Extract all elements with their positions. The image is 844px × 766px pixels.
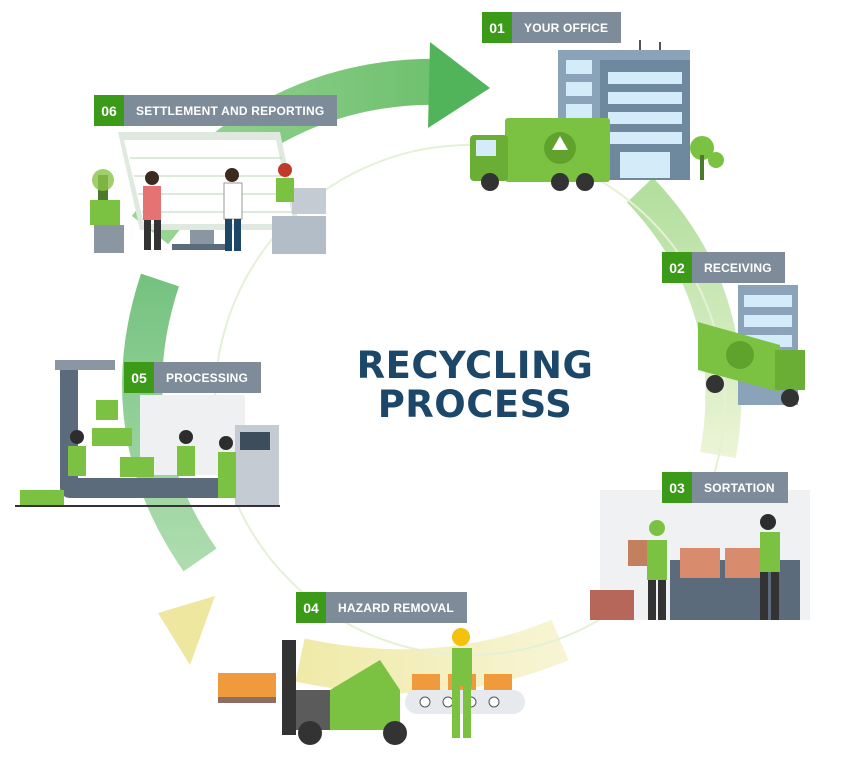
forklift-icon <box>282 640 407 745</box>
arrow-head-top <box>428 42 490 128</box>
arrow-head-bottom <box>158 596 215 665</box>
step-label: YOUR OFFICE <box>512 12 622 43</box>
spreadsheet-monitor-icon <box>118 132 300 250</box>
sortation-illustration <box>590 490 810 620</box>
office-illustration <box>470 40 724 191</box>
step-number: 05 <box>124 362 154 393</box>
step-number: 01 <box>482 12 512 43</box>
step-label: SETTLEMENT AND REPORTING <box>124 95 338 126</box>
hazard-removal-illustration <box>218 628 525 745</box>
step-01-badge: 01 YOUR OFFICE <box>482 12 622 43</box>
step-03-badge: 03 SORTATION <box>662 472 788 503</box>
step-number: 03 <box>662 472 692 503</box>
step-number: 06 <box>94 95 124 126</box>
settlement-illustration <box>90 132 326 254</box>
receiving-illustration <box>698 285 805 407</box>
step-06-badge: 06 SETTLEMENT AND REPORTING <box>94 95 338 126</box>
step-label: RECEIVING <box>692 252 785 283</box>
recycle-icon <box>544 132 576 164</box>
step-label: PROCESSING <box>154 362 262 393</box>
step-02-badge: 02 RECEIVING <box>662 252 785 283</box>
step-label: HAZARD REMOVAL <box>326 592 467 623</box>
step-05-badge: 05 PROCESSING <box>124 362 262 393</box>
step-number: 04 <box>296 592 326 623</box>
title-line-1: RECYCLING <box>356 344 594 387</box>
diagram-title: RECYCLING PROCESS <box>330 346 620 424</box>
step-number: 02 <box>662 252 692 283</box>
step-04-badge: 04 HAZARD REMOVAL <box>296 592 467 623</box>
truck-icon <box>470 118 610 191</box>
step-label: SORTATION <box>692 472 788 503</box>
title-line-2: PROCESS <box>377 383 573 426</box>
processing-illustration <box>15 360 280 507</box>
